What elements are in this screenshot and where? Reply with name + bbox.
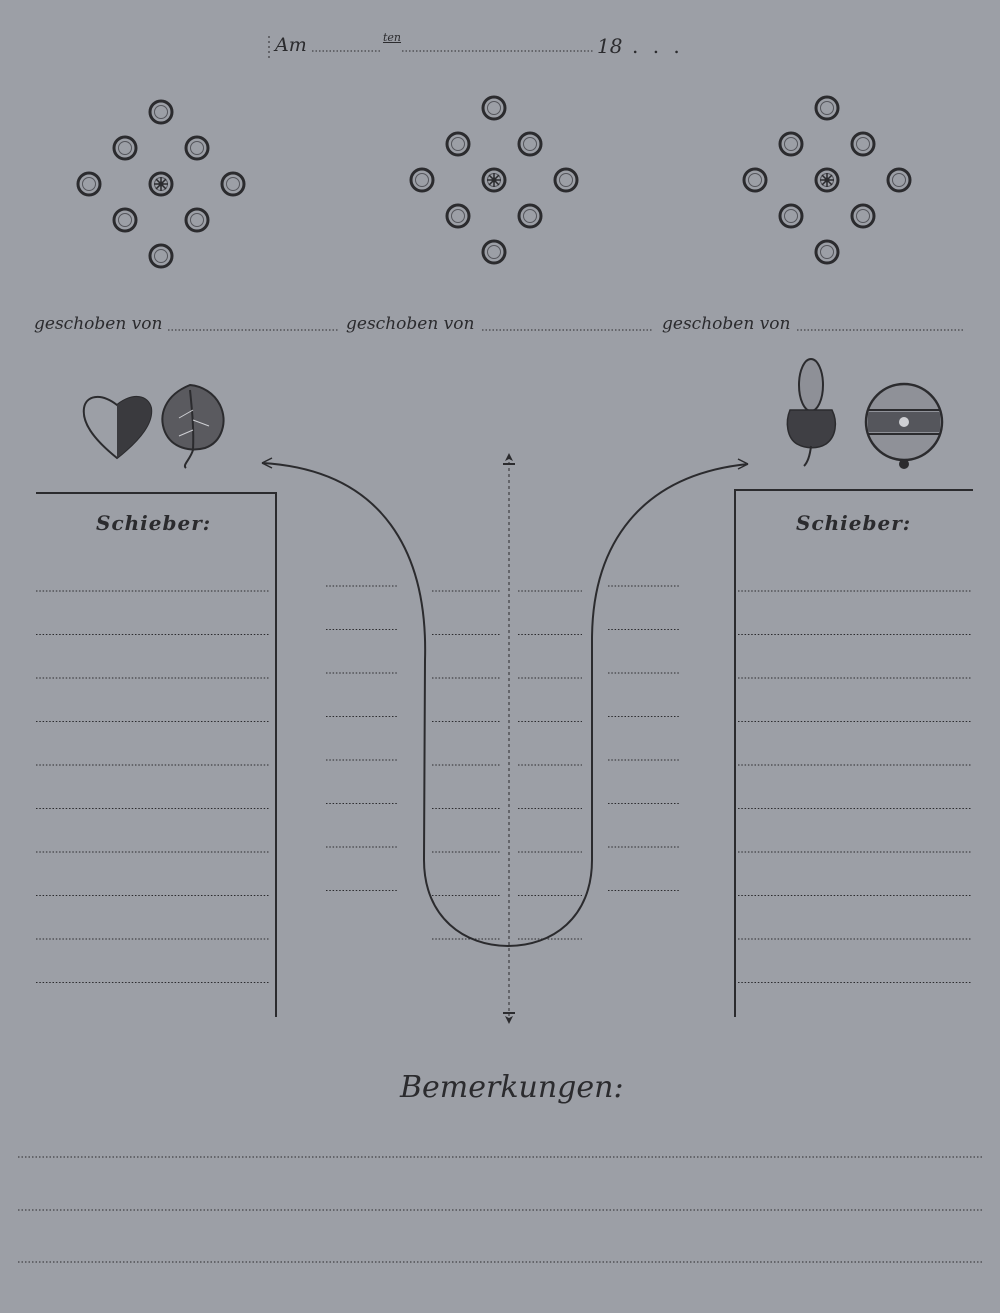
pin-icon <box>850 203 876 229</box>
leaf-icon <box>161 383 225 469</box>
bell-icon <box>864 382 944 469</box>
right-schieber-title: Schieber: <box>796 511 912 535</box>
king-pin-icon <box>148 171 174 197</box>
pin-icon <box>814 239 840 265</box>
pin-icon <box>742 167 768 193</box>
king-pin-icon <box>814 167 840 193</box>
pin-icon <box>148 243 174 269</box>
left-column-border <box>36 492 277 1017</box>
right-column-border <box>734 489 973 1017</box>
fleur-top-mark <box>503 453 515 465</box>
pin-icon <box>184 207 210 233</box>
pin-icon <box>850 131 876 157</box>
pin-icon <box>481 239 507 265</box>
pin-diamond-3 <box>742 95 912 265</box>
date-ten-label: ten <box>383 31 402 44</box>
pin-icon <box>76 171 102 197</box>
pin-diamond-2 <box>409 95 579 265</box>
pin-icon <box>112 135 138 161</box>
remark-lines <box>18 1156 982 1263</box>
u-curve-track <box>261 462 749 948</box>
right-arrow-end <box>737 458 749 470</box>
pin-icon <box>553 167 579 193</box>
pin-icon <box>517 203 543 229</box>
pin-groups <box>76 95 912 269</box>
pushed-by-label-1: geschoben von <box>34 314 163 334</box>
fleur-bottom-mark <box>503 1012 515 1024</box>
pin-icon <box>220 171 246 197</box>
pin-icon <box>409 167 435 193</box>
pin-icon <box>481 95 507 121</box>
pin-icon <box>778 131 804 157</box>
pin-diamond-1 <box>76 99 246 269</box>
king-pin-icon <box>481 167 507 193</box>
date-am-label: Am <box>275 34 307 56</box>
date-year-label: 18 <box>597 34 623 58</box>
pin-icon <box>778 203 804 229</box>
date-dots: . . . <box>632 34 684 58</box>
pin-icon <box>814 95 840 121</box>
pin-icon <box>148 99 174 125</box>
pin-icon <box>517 131 543 157</box>
left-arrow-end <box>261 457 273 469</box>
pushed-by-label-3: geschoben von <box>662 314 791 334</box>
acorn-icon <box>786 358 837 467</box>
heart-icon <box>82 396 153 460</box>
left-schieber-title: Schieber: <box>96 511 212 535</box>
score-lines <box>36 585 972 983</box>
pin-icon <box>886 167 912 193</box>
pin-icon <box>112 207 138 233</box>
pushed-by-label-2: geschoben von <box>346 314 475 334</box>
remarks-title: Bemerkungen: <box>400 1070 624 1105</box>
pin-icon <box>184 135 210 161</box>
pin-icon <box>445 203 471 229</box>
pin-icon <box>445 131 471 157</box>
